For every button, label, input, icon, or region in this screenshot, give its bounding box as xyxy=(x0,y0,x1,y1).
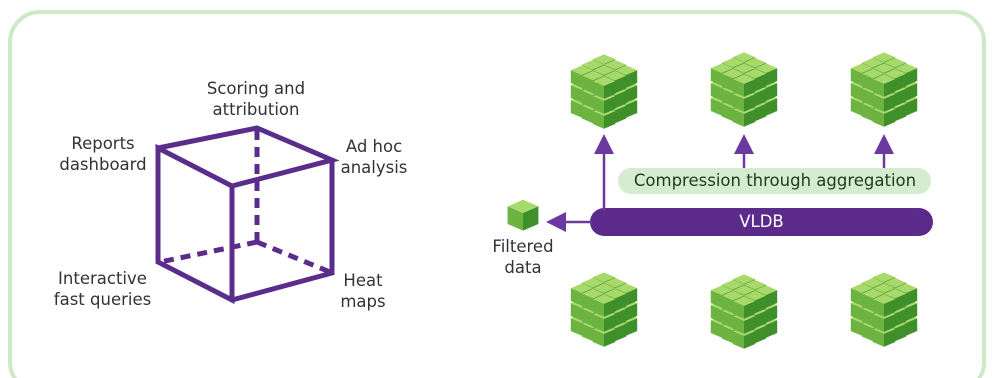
label-reports-dashboard: Reports dashboard xyxy=(59,134,147,174)
label-adhoc-analysis: Ad hoc analysis xyxy=(340,137,408,177)
cube-hidden-edge-right xyxy=(256,239,331,275)
cube-hidden-edge-left xyxy=(159,239,258,265)
label-heat-maps: Heat maps xyxy=(340,271,386,311)
wireframe-cube xyxy=(155,125,340,305)
cube-cluster-bottom-left xyxy=(570,272,638,347)
filtered-data-label: Filtered data xyxy=(492,237,554,277)
cube-top-face xyxy=(157,125,340,189)
compression-label: Compression through aggregation xyxy=(633,171,917,190)
arrows xyxy=(546,134,894,232)
compression-pill xyxy=(618,168,931,194)
cube-cluster-bottom-right xyxy=(850,272,918,347)
label-scoring-attribution: Scoring and attribution xyxy=(206,79,306,119)
cube-right-face xyxy=(231,160,335,303)
cube-cluster-top-left xyxy=(570,54,638,129)
label-interactive-fast-queries: Interactive fast queries xyxy=(53,269,152,309)
cube-front-face xyxy=(155,143,235,305)
cube-cluster-bottom-middle xyxy=(710,274,778,349)
vldb-bar xyxy=(590,208,933,236)
vldb-label: VLDB xyxy=(739,212,784,231)
diagram-frame xyxy=(8,10,986,378)
filtered-data-block-icon xyxy=(507,199,539,231)
cube-cluster-top-middle xyxy=(710,52,778,127)
cube-cluster-top-right xyxy=(850,52,918,127)
